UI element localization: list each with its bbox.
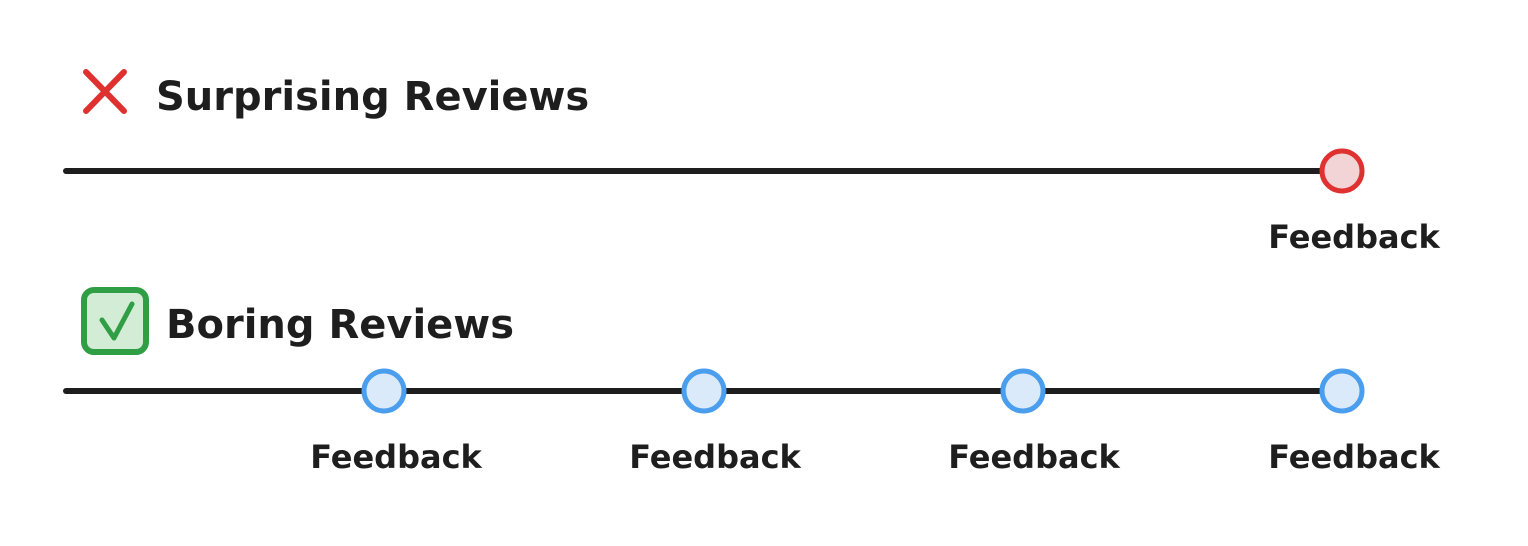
- boring-feedback-marker-2: [681, 368, 727, 414]
- surprising-reviews-section: Surprising Reviews Feedback: [63, 69, 1441, 256]
- surprising-reviews-title: Surprising Reviews: [156, 74, 589, 120]
- boring-feedback-label-1: Feedback: [310, 438, 482, 476]
- cross-icon: [83, 69, 127, 114]
- boring-reviews-section: Boring Reviews Feedback Feedback Feedbac…: [63, 287, 1441, 476]
- check-box-icon: [81, 287, 149, 355]
- boring-feedback-label-2: Feedback: [629, 438, 801, 476]
- boring-feedback-label-4: Feedback: [1268, 438, 1440, 476]
- boring-feedback-marker-1: [361, 368, 407, 414]
- boring-feedback-marker-4: [1319, 368, 1365, 414]
- boring-feedback-marker-3: [1000, 368, 1046, 414]
- surprising-feedback-label: Feedback: [1268, 218, 1440, 256]
- surprising-feedback-marker: [1319, 148, 1365, 194]
- boring-reviews-title: Boring Reviews: [166, 302, 514, 348]
- boring-feedback-label-3: Feedback: [948, 438, 1120, 476]
